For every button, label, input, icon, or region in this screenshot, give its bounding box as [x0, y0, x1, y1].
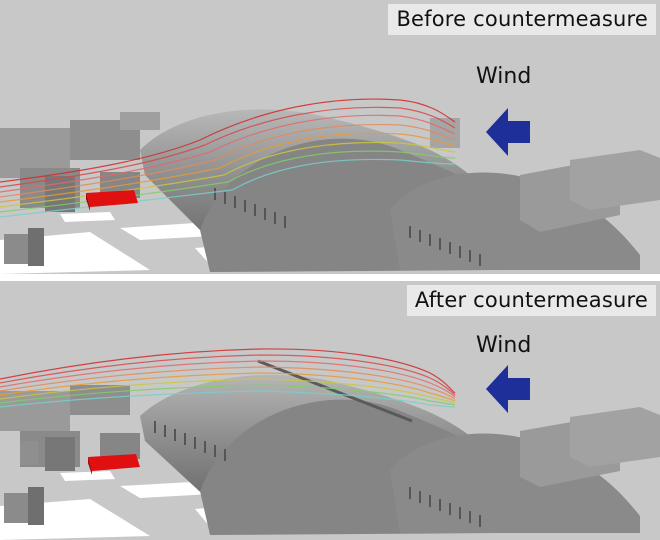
wind-label: Wind [476, 64, 532, 89]
panel-divider [0, 274, 660, 281]
left-arrow-icon [486, 108, 530, 156]
wind-label: Wind [476, 333, 532, 358]
panel-caption: After countermeasure [406, 285, 656, 316]
scene-after [0, 281, 660, 540]
panel-caption: Before countermeasure [388, 4, 656, 35]
panel-after: After countermeasure Wind [0, 281, 660, 540]
scene-before [0, 0, 660, 274]
panel-before: Before countermeasure Wind [0, 0, 660, 274]
left-arrow-icon [486, 365, 530, 413]
